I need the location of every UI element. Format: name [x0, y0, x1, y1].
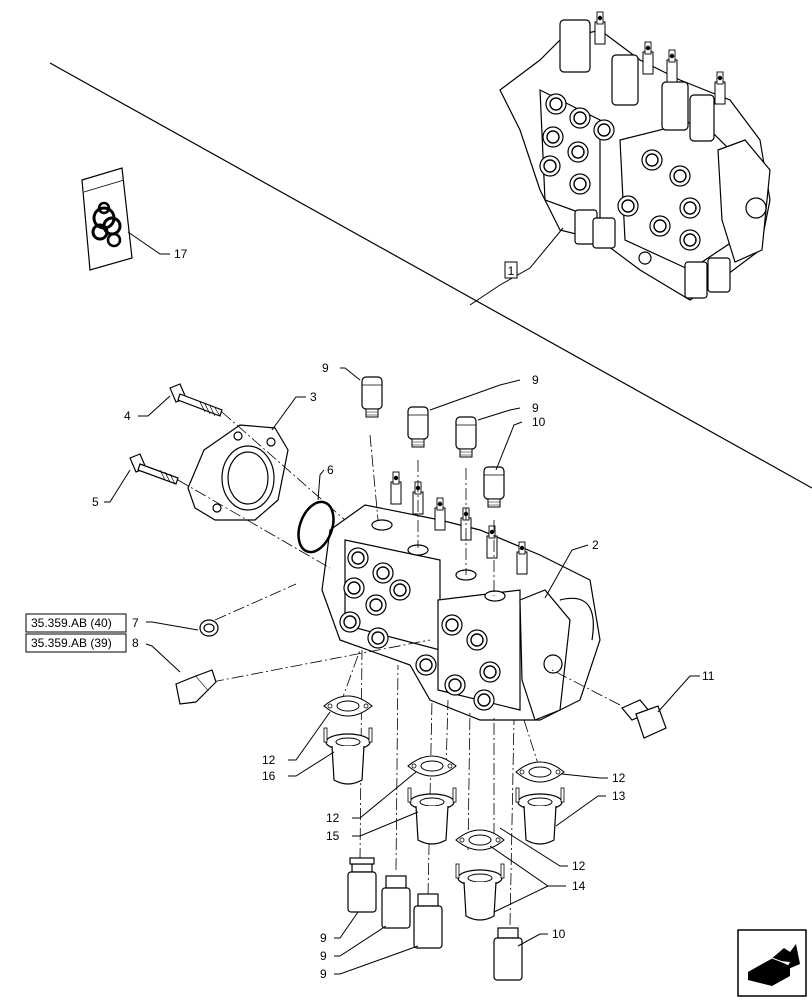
section-divider-line — [49, 62, 812, 489]
callout-9-bottom-c: 9 — [320, 945, 419, 981]
callout-9-label: 9 — [322, 361, 329, 375]
callout-8-label: 8 — [132, 636, 139, 650]
seal-kit-bag — [81, 167, 133, 271]
callout-12-label: 12 — [612, 771, 626, 785]
callout-17-label: 17 — [174, 247, 188, 261]
callout-9-top-b: 9 — [429, 373, 539, 411]
callout-12-label: 12 — [262, 753, 276, 767]
assembled-control-valve — [499, 11, 771, 301]
callout-9-label: 9 — [320, 967, 327, 981]
reference-box-7: 35.359.AB (40) 7 — [25, 613, 199, 633]
port-plug-small — [199, 619, 219, 637]
relief-plug-bottom-2 — [381, 875, 411, 929]
sleeve-left — [323, 727, 373, 785]
relief-plug-bottom-4 — [493, 927, 523, 981]
callout-9-top-c: 9 — [477, 401, 539, 421]
callout-6-label: 6 — [327, 463, 334, 477]
callout-12-a: 12 — [262, 711, 331, 767]
end-flange — [187, 424, 289, 521]
bolt-short — [129, 453, 179, 485]
callout-15: 15 — [326, 811, 419, 843]
callout-1-label: 1 — [508, 264, 515, 278]
callout-12-b: 12 — [326, 771, 417, 825]
callout-10-label: 10 — [552, 927, 566, 941]
callout-9-label: 9 — [320, 949, 327, 963]
callout-14: 14 — [489, 845, 586, 913]
callout-2-label: 2 — [592, 538, 599, 552]
o-ring — [297, 500, 335, 554]
port-plug-large — [175, 669, 217, 705]
callout-9-bottom-b: 9 — [320, 925, 387, 963]
callout-4: 4 — [124, 395, 171, 423]
callout-12-d: 12 — [499, 827, 586, 873]
reference-label-8: 35.359.AB (39) — [31, 636, 112, 650]
valve-section-block — [321, 471, 601, 721]
callout-1: 1 — [469, 227, 564, 306]
callout-10-bottom: 10 — [517, 927, 566, 947]
gasket-left — [323, 695, 373, 717]
callout-9-bottom-a: 9 — [320, 911, 359, 945]
callout-9-label: 9 — [532, 373, 539, 387]
relief-plug-top-4 — [483, 466, 505, 508]
gasket-lower — [455, 829, 505, 851]
callout-11-label: 11 — [702, 669, 715, 683]
callout-2: 2 — [544, 538, 599, 599]
callout-13-label: 13 — [612, 789, 626, 803]
sleeve-lower — [455, 863, 505, 921]
callout-13: 13 — [555, 789, 626, 827]
callout-7-label: 7 — [132, 616, 139, 630]
side-plug — [621, 699, 667, 739]
gasket-right — [515, 761, 565, 783]
callout-3: 3 — [271, 390, 317, 431]
callout-16-label: 16 — [262, 769, 276, 783]
callout-4-label: 4 — [124, 409, 131, 423]
callout-14-label: 14 — [572, 879, 586, 893]
bolt-long — [169, 383, 223, 417]
relief-plug-bottom-3 — [413, 893, 443, 949]
relief-plug-top-3 — [455, 416, 477, 458]
sleeve-center — [407, 787, 457, 845]
callout-9-top-a: 9 — [322, 361, 361, 381]
reference-label-7: 35.359.AB (40) — [31, 616, 112, 630]
callout-12-label: 12 — [326, 811, 340, 825]
callout-12-label: 12 — [572, 859, 586, 873]
relief-plug-top-1 — [361, 376, 383, 418]
callout-9-label: 9 — [320, 931, 327, 945]
callout-9-label: 9 — [532, 401, 539, 415]
callout-16: 16 — [262, 751, 335, 783]
reference-box-8: 35.359.AB (39) 8 — [25, 633, 181, 673]
callout-10-top: 10 — [495, 415, 546, 471]
callout-17: 17 — [127, 231, 188, 261]
callout-5-label: 5 — [92, 495, 99, 509]
relief-plug-top-2 — [407, 406, 429, 448]
callout-11: 11 — [657, 669, 715, 713]
callout-3-label: 3 — [310, 390, 317, 404]
callout-5: 5 — [92, 469, 131, 509]
callout-6: 6 — [317, 463, 334, 501]
relief-plug-bottom-1 — [347, 857, 377, 913]
next-page-arrow-icon[interactable] — [737, 929, 807, 997]
callout-15-label: 15 — [326, 829, 340, 843]
callout-12-c: 12 — [561, 771, 626, 785]
callout-10-label: 10 — [532, 415, 546, 429]
sleeve-right — [515, 787, 565, 845]
